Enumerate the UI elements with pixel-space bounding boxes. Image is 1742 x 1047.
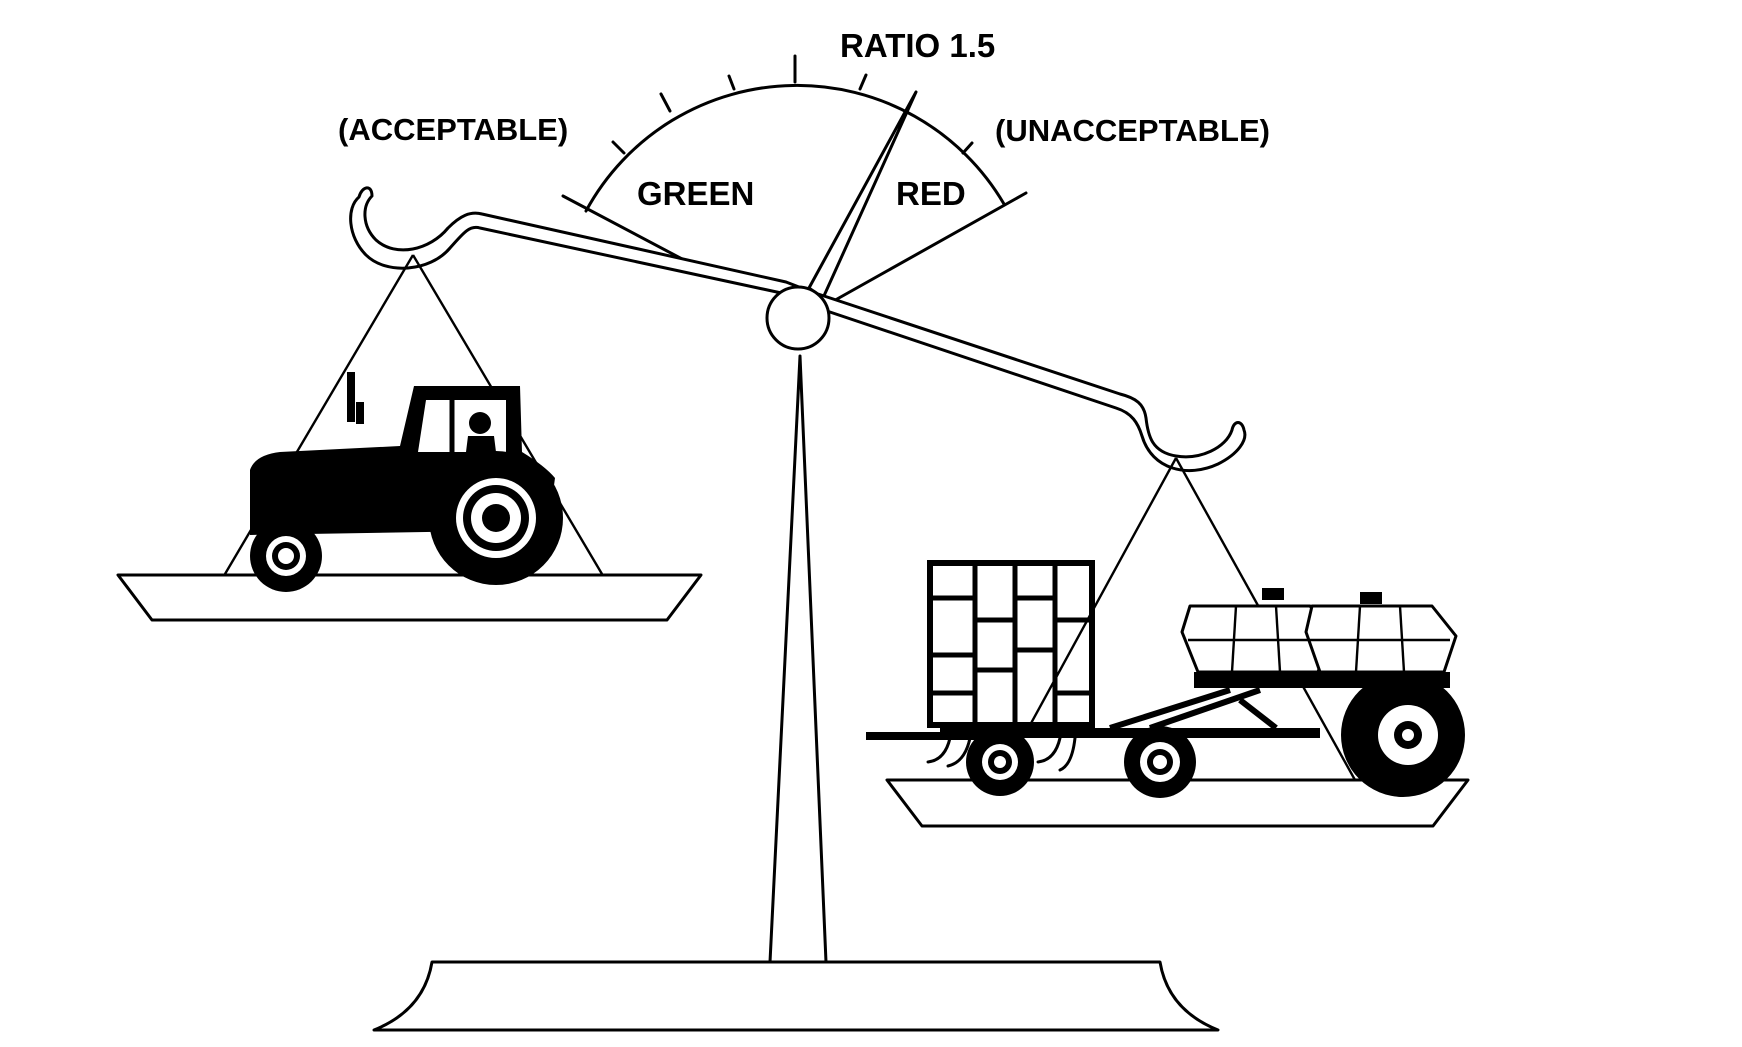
scale-post [768,354,828,964]
beam-pivot [765,285,831,351]
unacceptable-label: (UNACCEPTABLE) [995,113,1270,148]
left-pan [116,573,703,622]
acceptable-label: (ACCEPTABLE) [338,112,568,147]
gauge-arc [584,83,1006,213]
scale-base [372,960,1220,1032]
green-zone-label: GREEN [637,175,754,212]
air-seeder-icon [866,560,1465,798]
scale-beam [349,186,1247,472]
scale-stand [372,354,1220,1032]
right-pan [885,778,1470,828]
ratio-label: RATIO 1.5 [840,27,995,64]
red-zone-label: RED [896,175,966,212]
gauge-ticks [611,54,974,155]
red-zone-boundary [828,191,1028,305]
ratio-gauge: RATIO 1.5 GREEN RED (ACCEPTABLE) (UNACCE… [338,27,1270,305]
tractor-icon [250,372,563,592]
